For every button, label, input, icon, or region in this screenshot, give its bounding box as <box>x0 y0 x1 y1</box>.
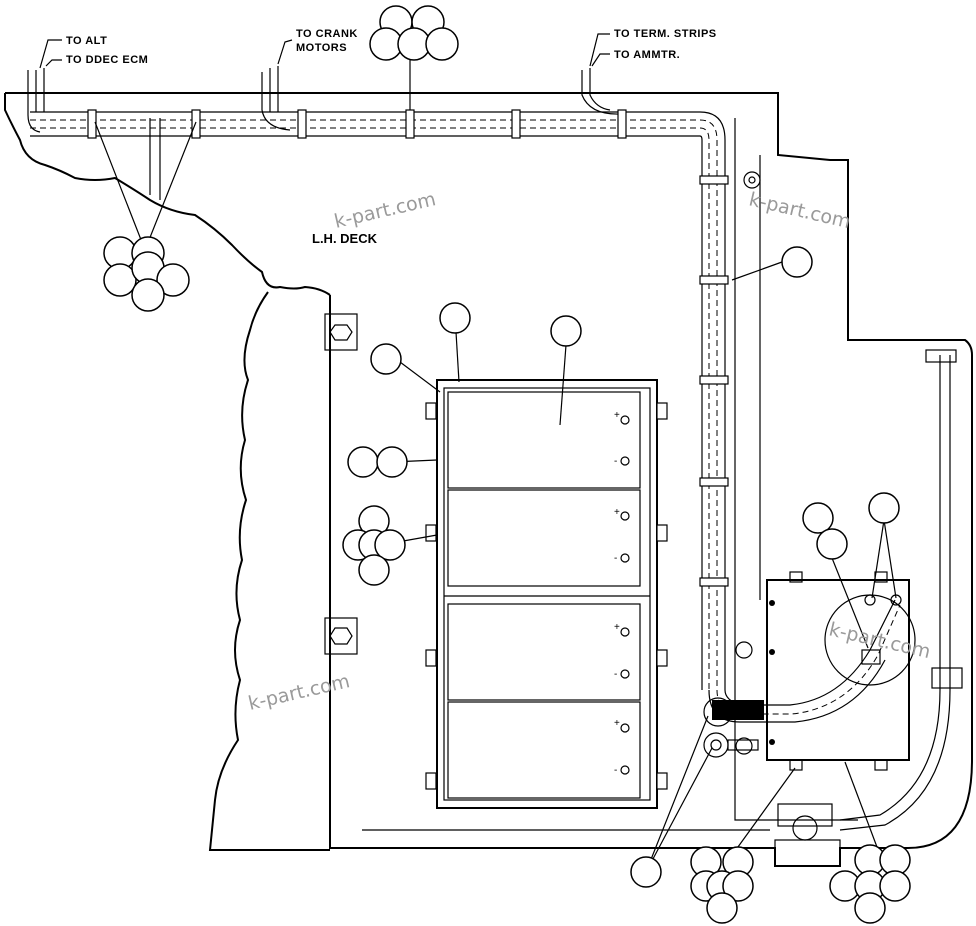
harness-top-4 <box>30 135 703 690</box>
harness-top <box>30 111 726 690</box>
leader-lines <box>94 56 897 873</box>
hex-mount-upper <box>324 313 358 351</box>
riser-alt <box>27 68 45 133</box>
label-to-term-strips: TO TERM. STRIPS <box>614 28 717 40</box>
watermark-2: k-part.com <box>747 188 853 233</box>
label-lh-deck: L.H. DECK <box>312 231 378 246</box>
terminal-positive-2: + <box>614 507 620 518</box>
harness-top-3 <box>30 127 710 690</box>
hex-mount-lower <box>324 617 358 655</box>
riser-term <box>581 68 621 115</box>
stud-upper-right <box>743 171 761 189</box>
battery-box <box>436 379 658 809</box>
label-to-ddec-ecm: TO DDEC ECM <box>66 54 148 66</box>
terminal-negative-2: - <box>614 553 617 564</box>
terminal-positive-1: + <box>614 410 620 421</box>
cable-lugs <box>703 641 764 758</box>
terminal-negative-1: - <box>614 456 617 467</box>
label-motors: MOTORS <box>296 42 347 54</box>
watermark-3: k-part.com <box>246 670 352 715</box>
riser-crank <box>261 66 291 131</box>
label-to-alt: TO ALT <box>66 35 107 47</box>
label-to-ammtr: TO AMMTR. <box>614 49 680 61</box>
harness-top-2 <box>30 119 718 690</box>
battery-terminals: + - + - + - + - <box>614 410 630 776</box>
terminal-positive-3: + <box>614 622 620 633</box>
label-to-crank: TO CRANK <box>296 28 358 40</box>
hold-down-brackets <box>425 402 668 790</box>
terminal-negative-4: - <box>614 765 617 776</box>
callout-bubbles <box>103 5 911 924</box>
watermark-1: k-part.com <box>332 188 438 233</box>
terminal-positive-4: + <box>614 718 620 729</box>
switch-cable <box>724 599 896 706</box>
harness-clamps <box>87 109 729 587</box>
inner-frame <box>149 118 858 821</box>
torn-edge-lower <box>208 291 330 851</box>
torn-edge <box>4 93 331 296</box>
disconnect-box <box>766 571 916 771</box>
bottom-fitting <box>774 803 841 867</box>
right-side-cable <box>839 355 951 831</box>
terminal-negative-3: - <box>614 669 617 680</box>
right-cable-bracket <box>925 349 957 363</box>
